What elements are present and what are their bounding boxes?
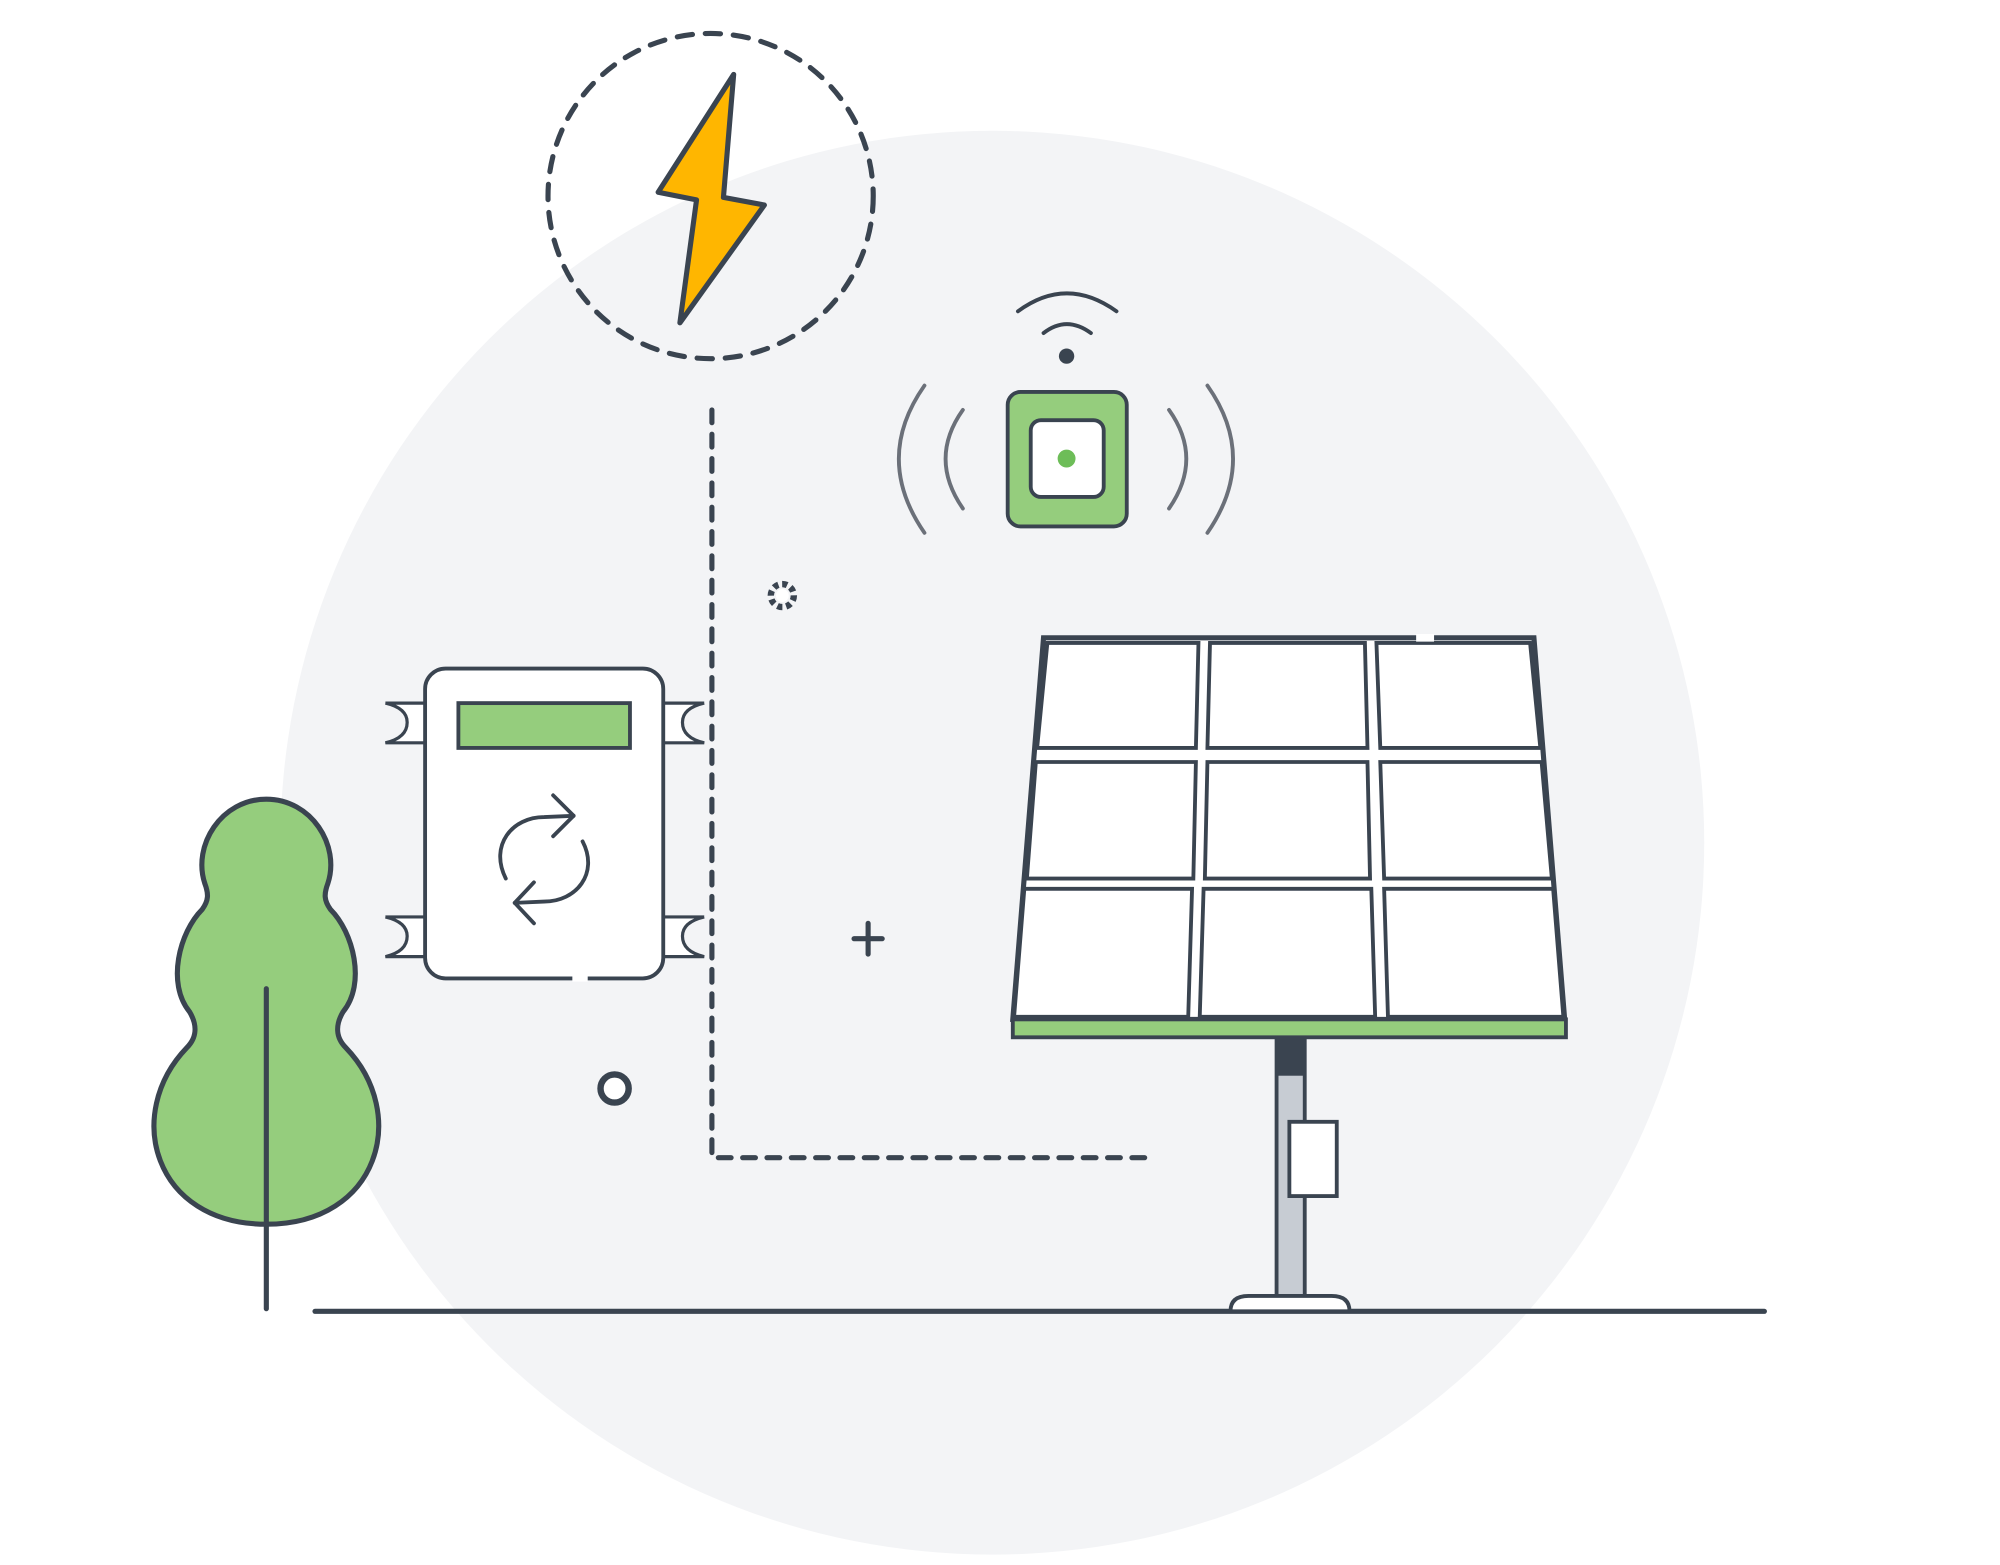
solar-cell [1012, 886, 1195, 1019]
signal-dot [1058, 348, 1075, 364]
bracket-top-left [385, 701, 427, 745]
solar-cell [1035, 641, 1201, 750]
solar-cell [1382, 886, 1566, 1019]
small-ring [597, 1071, 632, 1106]
signal-arc-left-inner [943, 407, 965, 511]
bracket-bottom-left [385, 915, 427, 959]
refresh-arrows-icon [498, 793, 590, 926]
signal-arc-top-outer [1016, 291, 1119, 314]
pole-collar [1276, 1037, 1305, 1076]
solar-cell [1024, 760, 1198, 881]
panel-base-strip [1010, 1017, 1568, 1040]
tree [151, 796, 382, 1312]
lightning-bolt-icon [655, 71, 767, 326]
pole-base [1228, 1294, 1352, 1314]
signal-arc-left-outer [897, 383, 927, 535]
power-source [545, 30, 876, 362]
signal-arc-right-outer [1205, 383, 1235, 535]
signal-arc-right-inner [1167, 407, 1189, 511]
backdrop-circle [280, 130, 1705, 1555]
sensor-led [1057, 449, 1076, 468]
signal-arc-top-inner [1041, 322, 1093, 335]
inverter [385, 666, 705, 982]
gear-sparkle-icon [767, 580, 798, 611]
wireless-sensor [897, 291, 1235, 535]
junction-box [1287, 1119, 1339, 1198]
solar-cell [1197, 886, 1378, 1019]
inverter-display [456, 701, 632, 750]
power-ring [545, 30, 876, 362]
solar-cell [1378, 760, 1554, 881]
bracket-bottom-right [661, 915, 705, 959]
power-connection-line [709, 407, 1153, 1161]
solar-cell [1205, 641, 1370, 750]
solar-panel [1010, 633, 1568, 1314]
solar-cell [1202, 760, 1373, 881]
plus-icon [851, 920, 885, 957]
bracket-top-right [661, 701, 705, 745]
solar-cell [1374, 641, 1543, 750]
